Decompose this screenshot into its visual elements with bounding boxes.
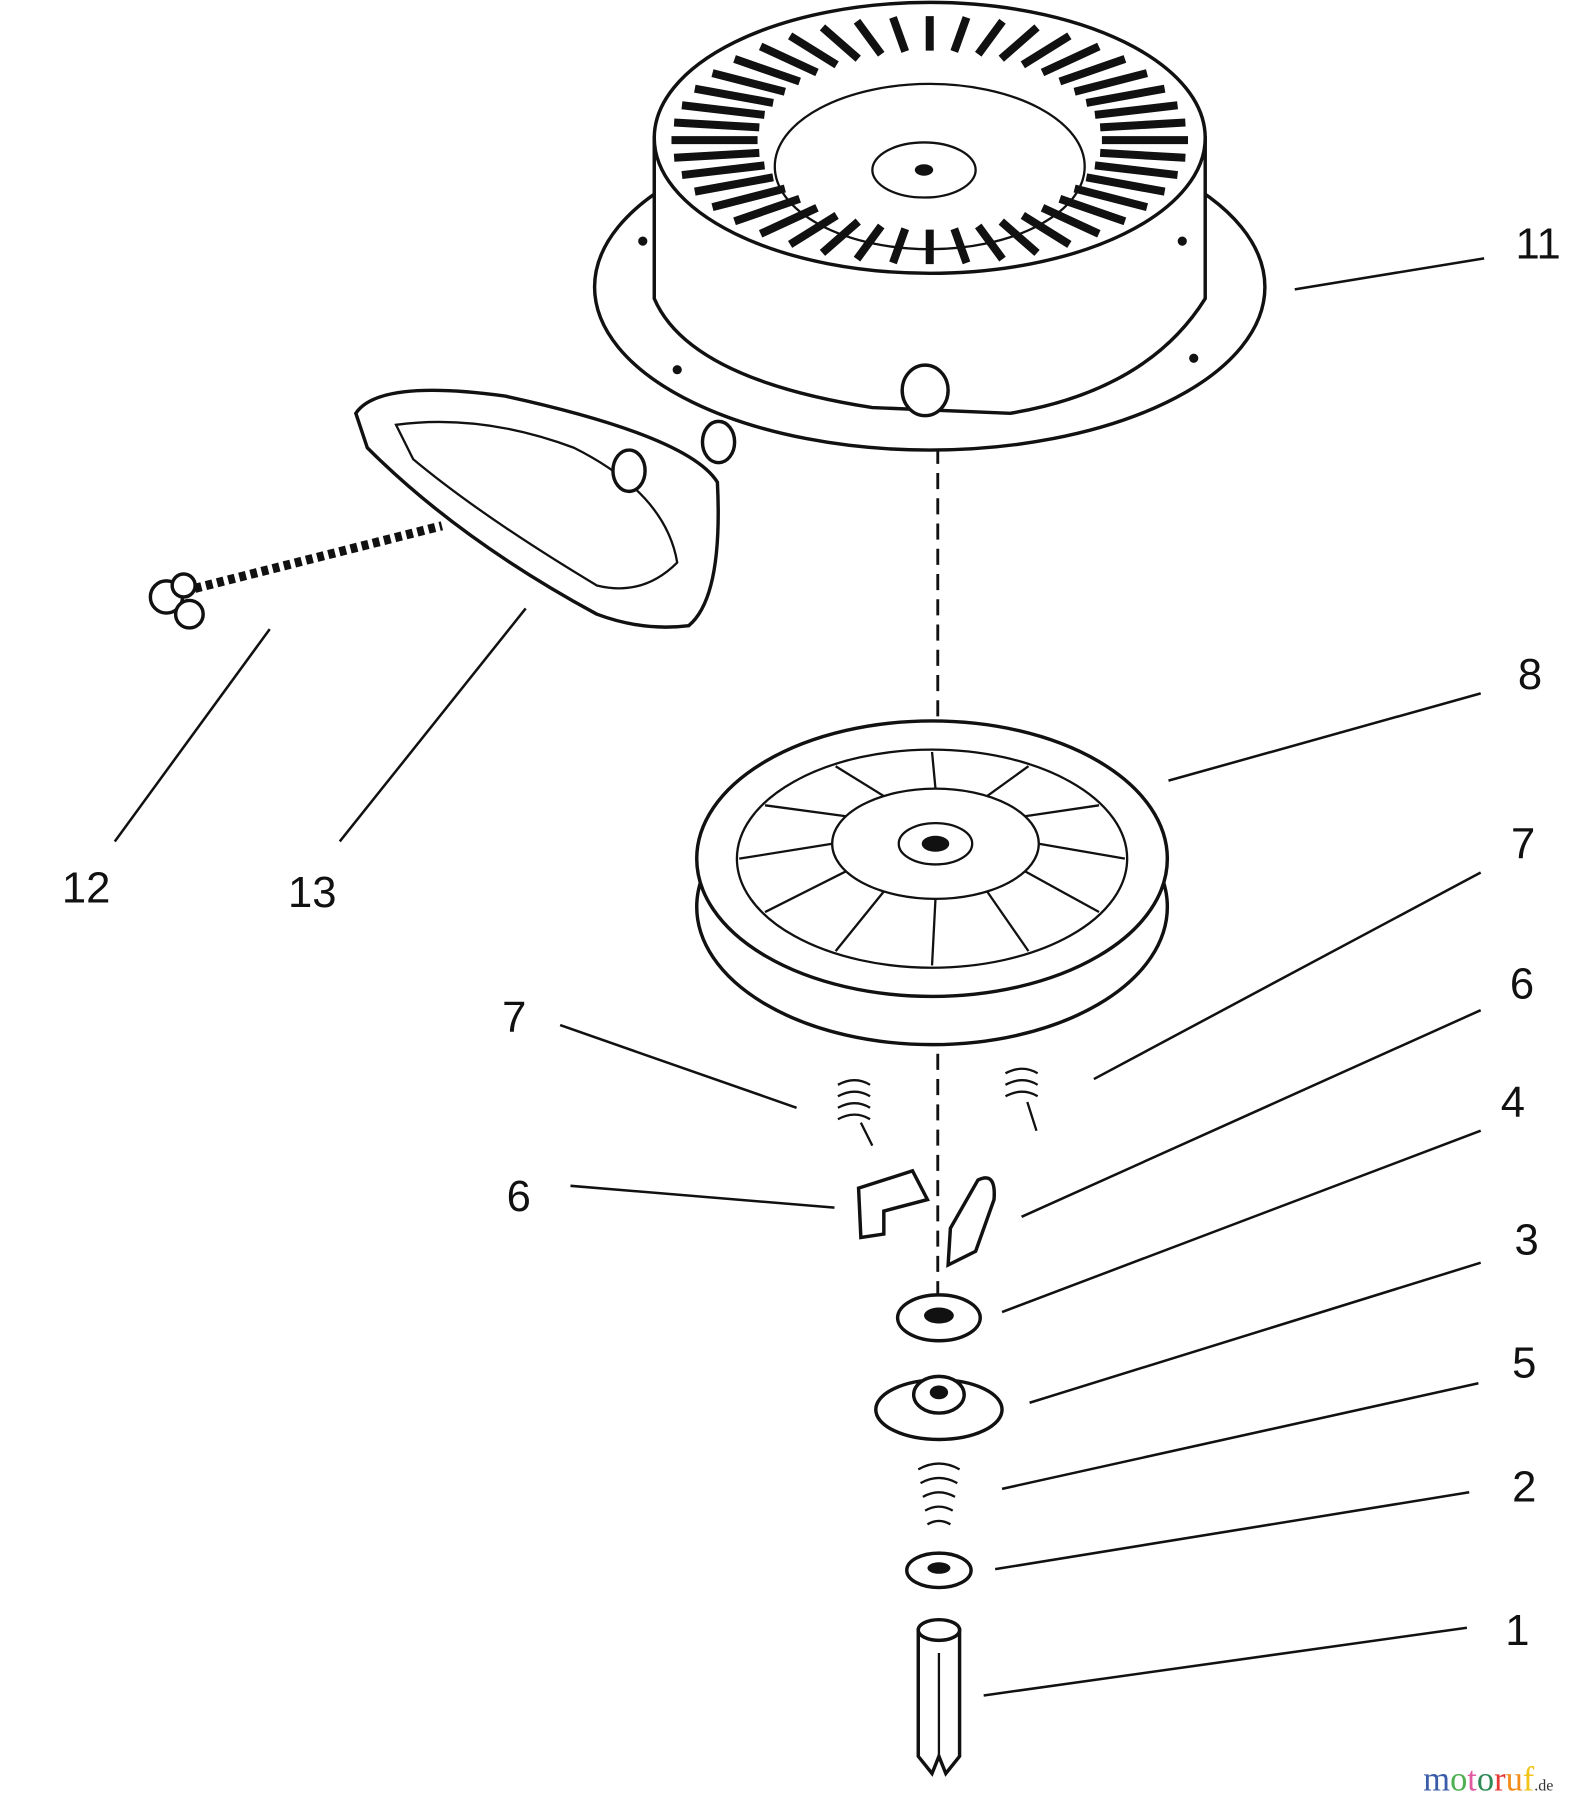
part-8-pulley <box>695 719 1170 1047</box>
vent-slot <box>998 24 1040 62</box>
vent-slot <box>853 223 885 262</box>
watermark-logo: motoruf.de <box>1423 1761 1553 1799</box>
callout-1: 1 <box>1505 1607 1529 1655</box>
pulley-spoke <box>739 842 833 860</box>
vent-slot <box>733 194 801 226</box>
vent-slot <box>1020 32 1072 69</box>
callout-3: 3 <box>1514 1217 1538 1265</box>
part-7-spring-left <box>837 1079 874 1147</box>
vent-slot <box>1073 69 1149 96</box>
vent-slot <box>711 184 786 212</box>
callout-4: 4 <box>1501 1079 1525 1127</box>
vent-slot <box>733 55 801 86</box>
vent-slot <box>1020 212 1072 248</box>
part-4-washer <box>895 1293 982 1343</box>
vent-slot <box>1094 161 1179 180</box>
pulley-spoke <box>930 898 937 966</box>
vent-slot <box>889 16 910 53</box>
callout-8: 8 <box>1518 651 1542 699</box>
pulley-spoke <box>1024 870 1100 914</box>
callout-6-right: 6 <box>1510 961 1534 1009</box>
vent-slot <box>975 18 1006 57</box>
vent-slot <box>1040 204 1101 238</box>
part-5-spring <box>917 1462 961 1526</box>
part-13-handle <box>353 388 737 629</box>
vent-slot <box>1094 101 1179 119</box>
vent-slot <box>694 84 774 107</box>
vent-slot <box>787 212 839 248</box>
callout-6-left: 6 <box>507 1173 531 1221</box>
vent-slot <box>1040 42 1101 77</box>
vent-slot <box>975 223 1006 262</box>
vent-slot <box>758 42 819 77</box>
vent-slot <box>1058 194 1127 226</box>
callout-7-right: 7 <box>1511 821 1535 869</box>
pulley-spoke <box>835 765 885 798</box>
vent-slot <box>1085 84 1166 107</box>
vent-slot <box>1099 148 1186 162</box>
part-6-pawl-left <box>856 1168 930 1240</box>
vent-slot <box>758 204 819 238</box>
callout-2: 2 <box>1512 1463 1536 1511</box>
vent-slot <box>819 218 861 256</box>
pulley-spoke <box>1038 842 1126 860</box>
vent-slot <box>950 16 971 53</box>
vent-slot <box>681 101 766 119</box>
pulley-spoke <box>930 751 937 789</box>
part-3-retainer <box>874 1374 1004 1442</box>
pulley-spoke <box>764 870 847 914</box>
pulley-spoke <box>1024 804 1100 818</box>
part-6-pawl-right <box>946 1176 996 1268</box>
leader-lines <box>113 257 1485 1697</box>
part-7-spring-right <box>1004 1067 1039 1132</box>
part-1-pin <box>916 1617 962 1777</box>
vent-slot <box>711 69 786 96</box>
callout-12: 12 <box>62 864 111 912</box>
vent-slot <box>1073 184 1149 212</box>
vent-slot <box>673 148 760 162</box>
pulley-spoke <box>986 890 1030 952</box>
part-11-housing <box>592 0 1267 452</box>
callout-7-left: 7 <box>502 994 526 1042</box>
vent-slot <box>787 32 839 69</box>
vent-slot <box>889 227 910 265</box>
callout-13: 13 <box>288 869 337 917</box>
vent-slot <box>819 24 861 62</box>
vent-slot <box>681 161 766 180</box>
vent-slot <box>694 173 774 196</box>
vent-slot <box>1085 173 1166 196</box>
pulley-spoke <box>764 804 847 818</box>
vent-slot <box>673 118 760 132</box>
vent-slot <box>950 227 971 265</box>
pulley-spoke <box>834 890 885 952</box>
callout-5: 5 <box>1512 1339 1536 1387</box>
part-2-washer <box>905 1551 973 1590</box>
callout-11: 11 <box>1515 220 1560 268</box>
pulley-spoke <box>986 765 1030 797</box>
part-12-rope <box>148 521 444 630</box>
vent-slot <box>853 18 885 57</box>
vent-slot <box>1099 118 1186 132</box>
vent-slot <box>1058 55 1127 86</box>
vent-slot <box>998 218 1040 256</box>
